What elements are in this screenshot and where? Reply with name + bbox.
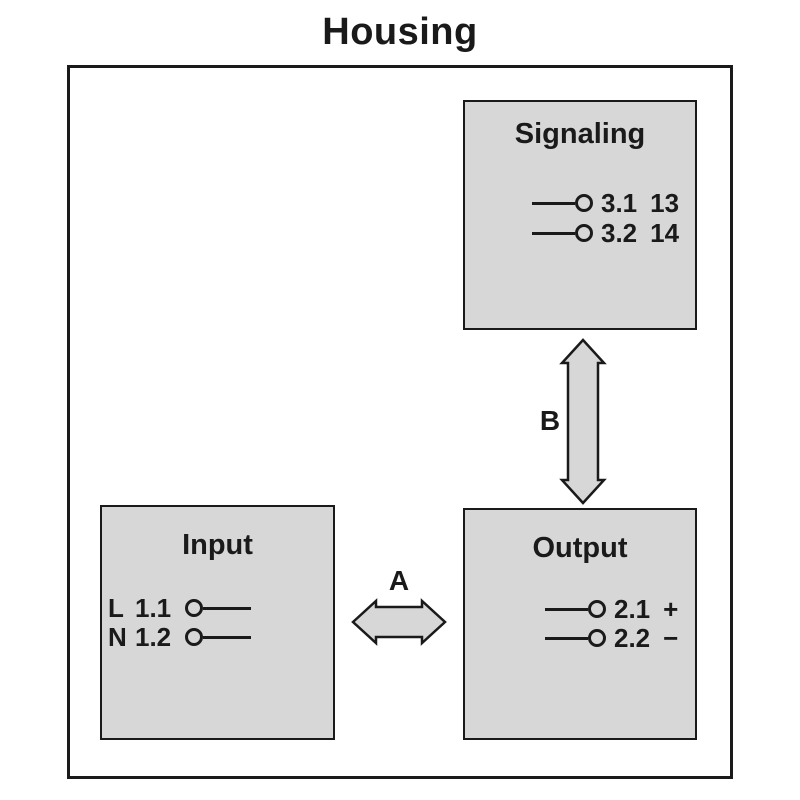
- double-arrow-a-icon: [351, 598, 447, 646]
- terminal-circle: [185, 628, 203, 646]
- wire-line: [545, 607, 588, 611]
- arrow-a-label: A: [388, 565, 410, 596]
- terminal-id: 2.2: [614, 622, 651, 653]
- terminal-id: 1.1: [135, 592, 172, 623]
- terminal-circle: [588, 629, 606, 647]
- signaling-terminal-row-1: 3.1 13: [532, 188, 679, 218]
- terminal-id: 1.2: [135, 621, 172, 652]
- terminal-polarity-label: −: [663, 622, 679, 653]
- wire-line: [203, 635, 251, 639]
- output-terminal-row-1: 2.1 +: [545, 594, 678, 624]
- wire-line: [545, 636, 588, 640]
- wire-line: [532, 231, 575, 235]
- double-arrow-b-icon: [559, 338, 607, 505]
- input-terminal-row-2: N 1.2: [108, 622, 251, 652]
- terminal-prefix: L: [108, 592, 124, 623]
- input-terminal-row-1: L 1.1: [108, 593, 251, 623]
- input-box: Input L 1.1 N 1.2: [100, 505, 335, 740]
- signaling-box: Signaling 3.1 13 3.2 14: [463, 100, 697, 330]
- terminal-id: 2.1: [614, 593, 651, 624]
- terminal-aux-label: 13: [650, 187, 680, 218]
- output-terminal-row-2: 2.2 −: [545, 623, 678, 653]
- output-box: Output 2.1 + 2.2 −: [463, 508, 697, 740]
- signaling-box-title: Signaling: [514, 118, 646, 150]
- wire-line: [532, 201, 575, 205]
- terminal-circle: [185, 599, 203, 617]
- terminal-aux-label: 14: [650, 217, 680, 248]
- terminal-circle: [575, 194, 593, 212]
- terminal-id: 3.1: [601, 187, 638, 218]
- input-box-title: Input: [182, 529, 253, 561]
- diagram-title: Housing: [322, 11, 478, 53]
- terminal-id: 3.2: [601, 217, 638, 248]
- wire-line: [203, 606, 251, 610]
- terminal-polarity-label: +: [663, 593, 679, 624]
- output-box-title: Output: [532, 532, 628, 564]
- terminal-circle: [575, 224, 593, 242]
- terminal-circle: [588, 600, 606, 618]
- terminal-prefix: N: [108, 621, 127, 652]
- signaling-terminal-row-2: 3.2 14: [532, 218, 679, 248]
- arrow-b-label: B: [539, 405, 561, 436]
